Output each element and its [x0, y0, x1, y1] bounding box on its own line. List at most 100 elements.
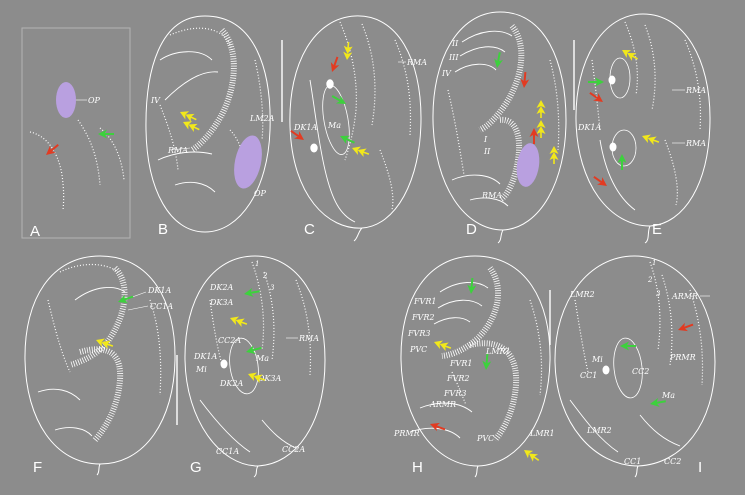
label-rma: RMA [685, 86, 706, 95]
adoral-zone [469, 340, 520, 442]
panel-f: DK1A CC1A F [24, 255, 176, 476]
panel-letter-d: D [466, 221, 477, 238]
kinety-line [379, 149, 394, 211]
kinety-number: 2 [262, 272, 268, 280]
kinety-line [469, 197, 509, 207]
kinety-line [433, 317, 471, 325]
cell-outline [24, 255, 176, 476]
kinety-line [394, 39, 412, 136]
label-armr: ARMR [671, 292, 698, 301]
kinety-line [419, 402, 473, 413]
kinety-line [157, 151, 213, 161]
label-ii: II [483, 147, 491, 156]
kinety-line [295, 279, 312, 376]
cell-outline [400, 255, 551, 478]
adoral-zone [478, 24, 525, 133]
adoral-zone [69, 265, 128, 368]
kinety-line [159, 104, 179, 171]
kinety-line [454, 63, 497, 73]
kinety-line [37, 388, 81, 401]
panel-letter-f: F [33, 459, 42, 476]
kinety-line [54, 427, 93, 437]
kinety-line [47, 299, 71, 373]
cell-outline [575, 13, 711, 244]
kinety-line [684, 39, 702, 131]
cell-outline [289, 15, 422, 242]
kinety-line [74, 287, 126, 301]
label-rma: RMA [298, 334, 319, 343]
label-lm2a: LM2A [249, 114, 275, 123]
macronucleus [613, 337, 643, 399]
label-lmr1: LMR1 [529, 429, 555, 438]
label-rma: RMA [406, 58, 427, 67]
kinety-line [529, 299, 543, 396]
label-fvr1: FVR1 [449, 359, 472, 368]
label-leader [127, 305, 149, 311]
label-cc1: CC1 [580, 371, 597, 380]
label-iv: IV [150, 96, 161, 105]
label-cc1: CC1 [624, 457, 641, 466]
label-dk2a: DK2A [219, 379, 243, 388]
kinety-line [549, 59, 560, 151]
label-cc2: CC2 [664, 457, 681, 466]
label-pvc: PVC [476, 434, 494, 443]
kinety-line [689, 289, 704, 386]
adoral-zone [441, 266, 502, 359]
panel-letter-g: G [190, 459, 202, 476]
panel-a: OP A [21, 27, 131, 240]
panel-letter-h: H [412, 459, 423, 476]
kinety-number: 3 [656, 290, 661, 298]
kinety-line [599, 139, 636, 211]
panel-b: IV LM2A RMA OP B [145, 15, 275, 238]
adoral-zone [79, 346, 124, 442]
label-dk1a: DK1A [577, 123, 601, 132]
panel-a-border [21, 27, 131, 239]
label-pvc: PVC [409, 345, 427, 354]
label-armr: ARMR [429, 400, 456, 409]
label-leader [169, 147, 191, 151]
label-fvr2: FVR2 [446, 374, 469, 383]
kinety-line [174, 181, 216, 193]
label-cc2: CC2 [632, 367, 649, 376]
macronucleus [229, 337, 259, 395]
kinety-line [661, 274, 673, 366]
label-fvr1: FVR1 [413, 297, 436, 306]
label-i: I [483, 135, 488, 144]
oral-primordium [56, 82, 76, 118]
panel-d: II III IV I II RMA D [432, 11, 567, 244]
kinety-line [164, 71, 219, 101]
panel-e: RMA DK1A RMA E [575, 13, 711, 244]
kinety-line [639, 414, 681, 447]
label-lmr2: LMR2 [569, 290, 595, 299]
panel-letter-c: C [304, 221, 315, 238]
kinety-number: 2 [647, 276, 653, 284]
kinety-line [439, 282, 489, 293]
kinety-line [451, 371, 467, 406]
panel-letter-a: A [30, 223, 40, 240]
kinety-line [309, 79, 356, 223]
cell-outline [145, 15, 271, 233]
label-prmr: PRMR [393, 429, 420, 438]
micronucleus [220, 359, 228, 369]
panel-letter-i: I [698, 459, 702, 476]
label-fvr3: FVR3 [443, 389, 466, 398]
label-ma: Ma [327, 121, 341, 130]
oral-primordium [234, 135, 262, 189]
micronucleus [609, 142, 617, 152]
label-dk3a: DK3A [257, 374, 281, 383]
micronucleus [310, 143, 318, 153]
kinety-line [447, 89, 465, 176]
label-iv: IV [441, 69, 452, 78]
label-mi: Mi [591, 355, 603, 364]
kinety-line [149, 299, 162, 396]
cell-outline [432, 11, 567, 244]
label-ii: II [451, 39, 459, 48]
cell-outline [554, 255, 716, 478]
label-op: OP [254, 189, 267, 198]
label-dk3a: DK3A [209, 298, 233, 307]
kinety-line [459, 46, 506, 57]
oral-primordium [516, 143, 540, 187]
kinety-line [199, 399, 251, 453]
label-iii: III [448, 53, 459, 62]
label-cc2a: CC2A [218, 336, 241, 345]
